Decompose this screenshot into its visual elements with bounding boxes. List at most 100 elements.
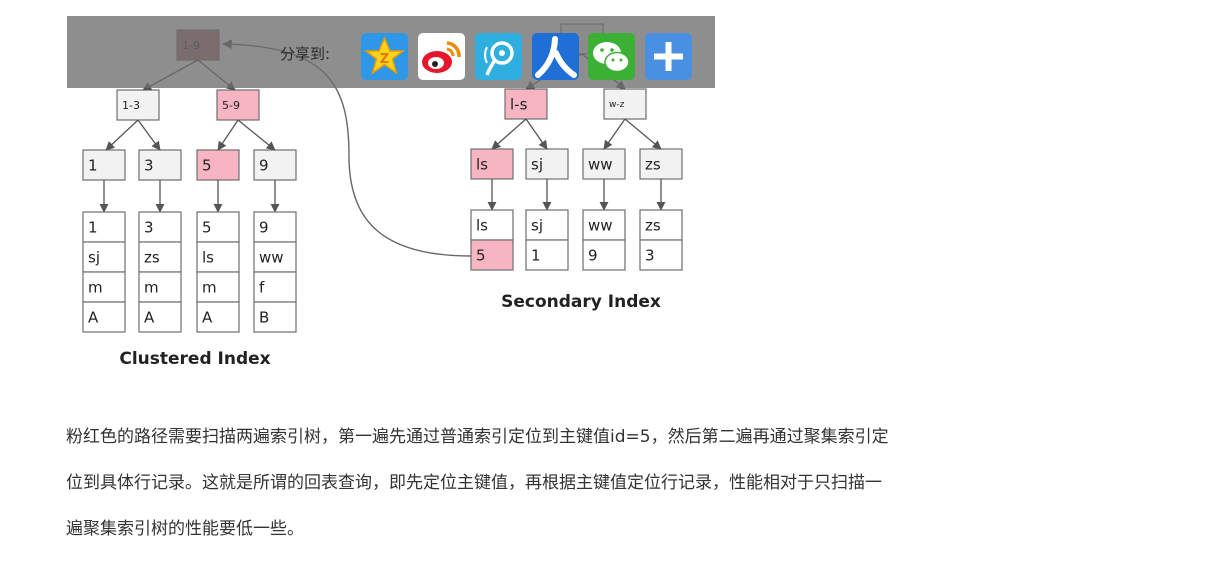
secondary-leaf-cell: 1 <box>525 239 569 271</box>
clustered-leaf-cell-label: 3 <box>144 218 154 236</box>
clustered-index-title: Clustered Index <box>119 349 270 369</box>
secondary-leaf-cell-label: sj <box>531 216 543 234</box>
clustered-leaf-cell: m <box>196 271 240 303</box>
clustered-internal-node-label: 5-9 <box>222 99 240 112</box>
caption-text: 粉红色的路径需要扫描两遍索引树，第一遍先通过普通索引定位到主键值id=5，然后第… <box>66 414 1096 552</box>
clustered-leaf-cell: 1 <box>82 211 126 243</box>
clustered-leaf-cell-label: m <box>88 278 103 296</box>
secondary-leaf-cell-label: zs <box>645 216 661 234</box>
share-qzone-button[interactable]: Z <box>361 33 408 80</box>
share-tencent-weibo-button[interactable] <box>475 33 522 80</box>
clustered-leaf-cell-label: A <box>144 308 155 326</box>
secondary-key-node: ww <box>582 148 626 180</box>
clustered-key-node-label: 1 <box>88 156 98 174</box>
clustered-leaf-cell-label: A <box>202 308 213 326</box>
clustered-leaf-cell-label: 5 <box>202 218 212 236</box>
tree-edge <box>603 118 626 150</box>
clustered-leaf-cell: A <box>138 301 182 333</box>
qzone-icon: Z <box>361 33 408 80</box>
secondary-leaf-cell-label: 5 <box>476 246 486 264</box>
clustered-leaf-cell-label: m <box>202 278 217 296</box>
clustered-leaf-cell: ls <box>196 241 240 273</box>
secondary-leaf-cell-label: 9 <box>588 246 598 264</box>
tree-edge <box>217 119 239 151</box>
tree-edge <box>137 119 161 151</box>
caption-line: 粉红色的路径需要扫描两遍索引树，第一遍先通过普通索引定位到主键值id=5，然后第… <box>66 427 889 447</box>
secondary-index-title: Secondary Index <box>501 292 661 312</box>
share-weibo-button[interactable] <box>418 33 465 80</box>
clustered-leaf-cell-label: 1 <box>88 218 98 236</box>
clustered-leaf-cell: A <box>196 301 240 333</box>
share-wechat-button[interactable] <box>588 33 635 80</box>
renren-icon <box>532 33 579 80</box>
clustered-internal-node-label: 1-3 <box>122 99 140 112</box>
svg-text:Z: Z <box>380 52 389 67</box>
tencent-weibo-icon <box>475 33 522 80</box>
weibo-icon <box>418 33 465 80</box>
caption-line: 位到具体行记录。这就是所谓的回表查询，即先定位主键值，再根据主键值定位行记录，性… <box>66 473 882 493</box>
clustered-leaf-cell-label: 9 <box>259 218 269 236</box>
clustered-key-node: 1 <box>82 149 126 181</box>
wechat-icon <box>588 33 635 80</box>
clustered-leaf-cell: 5 <box>196 211 240 243</box>
share-toolbar: 分享到: Z <box>67 16 715 88</box>
clustered-leaf-cell: m <box>138 271 182 303</box>
secondary-leaf-cell-label: 3 <box>645 246 655 264</box>
secondary-leaf-cell: 3 <box>639 239 683 271</box>
secondary-key-node: ls <box>470 148 514 180</box>
clustered-leaf-cell: B <box>253 301 297 333</box>
tree-edge <box>105 119 139 151</box>
secondary-internal-node-label: l-s <box>510 95 528 113</box>
share-renren-button[interactable] <box>532 33 579 80</box>
clustered-key-node-label: 5 <box>202 156 212 174</box>
secondary-leaf-cell: 9 <box>582 239 626 271</box>
clustered-leaf-cell-label: zs <box>144 248 160 266</box>
share-label: 分享到: <box>280 45 331 63</box>
secondary-internal-node: w-z <box>603 88 647 120</box>
secondary-leaf-cell-label: 1 <box>531 246 541 264</box>
clustered-leaf-cell: zs <box>138 241 182 273</box>
clustered-leaf-cell: A <box>82 301 126 333</box>
secondary-leaf-cell: 5 <box>470 239 514 271</box>
plus-icon <box>645 33 692 80</box>
secondary-leaf-cell-label: ww <box>588 216 613 234</box>
secondary-key-node-label: zs <box>645 155 661 173</box>
secondary-internal-node-label: w-z <box>609 100 625 110</box>
secondary-key-node: sj <box>525 148 569 180</box>
clustered-leaf-cell-label: m <box>144 278 159 296</box>
secondary-key-node-label: ls <box>476 155 488 173</box>
secondary-leaf-cell: ls <box>470 209 514 241</box>
secondary-leaf-cell-label: ls <box>476 216 488 234</box>
caption-line: 遍聚集索引树的性能要低一些。 <box>66 519 304 539</box>
secondary-leaf-cell: sj <box>525 209 569 241</box>
clustered-leaf-cell-label: ww <box>259 248 284 266</box>
share-more-button[interactable] <box>645 33 692 80</box>
tree-edge <box>624 118 662 150</box>
clustered-leaf-cell: sj <box>82 241 126 273</box>
clustered-leaf-cell: m <box>82 271 126 303</box>
clustered-leaf-cell: ww <box>253 241 297 273</box>
clustered-internal-node: 1-3 <box>116 89 160 121</box>
clustered-key-node: 3 <box>138 149 182 181</box>
secondary-key-node-label: ww <box>588 155 613 173</box>
tree-edge <box>525 118 548 150</box>
clustered-key-node-label: 9 <box>259 156 269 174</box>
clustered-leaf-cell: 9 <box>253 211 297 243</box>
clustered-leaf-cell: f <box>253 271 297 303</box>
clustered-key-node: 9 <box>253 149 297 181</box>
clustered-leaf-cell-label: sj <box>88 248 100 266</box>
secondary-leaf-cell: zs <box>639 209 683 241</box>
clustered-leaf-cell-label: f <box>259 278 265 296</box>
clustered-leaf-cell-label: B <box>259 308 269 326</box>
secondary-key-node: zs <box>639 148 683 180</box>
secondary-internal-node: l-s <box>504 88 548 120</box>
clustered-key-node: 5 <box>196 149 240 181</box>
secondary-leaf-cell: ww <box>582 209 626 241</box>
clustered-internal-node: 5-9 <box>216 89 260 121</box>
tree-edge <box>491 118 527 150</box>
clustered-leaf-cell: 3 <box>138 211 182 243</box>
clustered-leaf-cell-label: ls <box>202 248 214 266</box>
clustered-leaf-cell-label: A <box>88 308 99 326</box>
clustered-key-node-label: 3 <box>144 156 154 174</box>
secondary-key-node-label: sj <box>531 155 543 173</box>
